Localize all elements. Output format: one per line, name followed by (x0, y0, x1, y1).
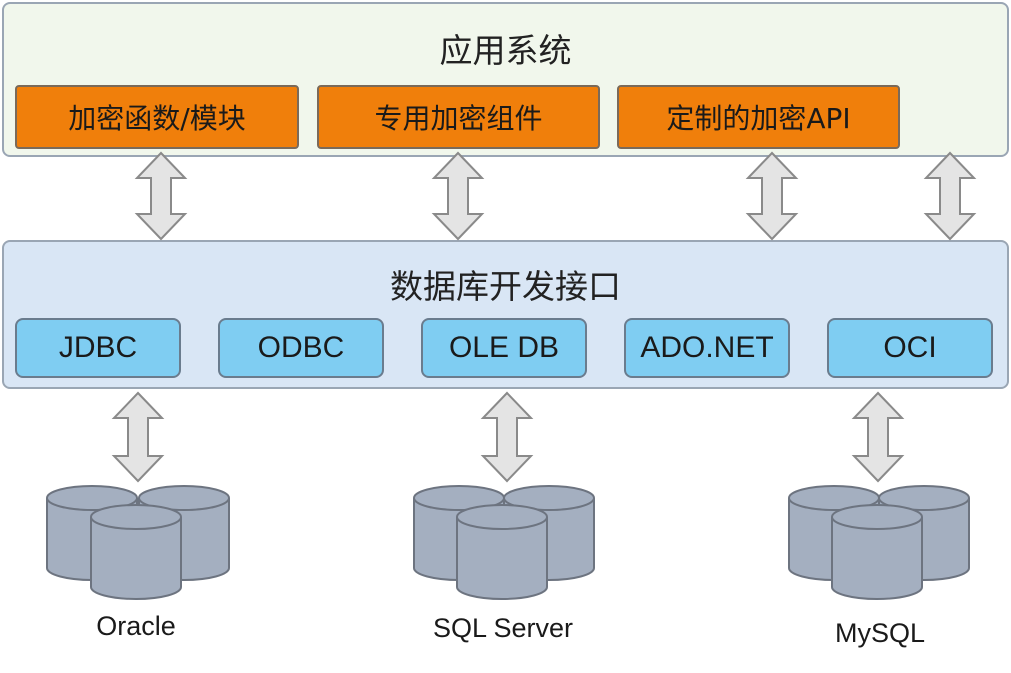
database-label-sql-server: SQL Server (432, 613, 574, 643)
double-arrow-icon (747, 152, 797, 240)
interface-layer-title: 数据库开发接口 (390, 267, 621, 306)
interface-odbc: ODBC (218, 318, 384, 378)
interface-ole-db: OLE DB (421, 318, 587, 378)
database-cylinders-icon (788, 485, 970, 600)
interface-jdbc: JDBC (15, 318, 181, 378)
double-arrow-icon (136, 152, 186, 240)
double-arrow-icon (482, 392, 532, 482)
application-layer-title: 应用系统 (439, 31, 572, 70)
database-label-oracle: Oracle (96, 611, 176, 641)
component-custom-encryption-api: 定制的加密API (617, 85, 900, 149)
double-arrow-icon (433, 152, 483, 240)
interface-ado-net: ADO.NET (624, 318, 790, 378)
database-label-mysql: MySQL (834, 618, 926, 648)
double-arrow-icon (113, 392, 163, 482)
double-arrow-icon (925, 152, 975, 240)
component-dedicated-encryption: 专用加密组件 (317, 85, 600, 149)
interface-oci: OCI (827, 318, 993, 378)
component-encryption-functions: 加密函数/模块 (15, 85, 299, 149)
database-cylinders-icon (413, 485, 595, 600)
double-arrow-icon (853, 392, 903, 482)
database-cylinders-icon (46, 485, 230, 600)
